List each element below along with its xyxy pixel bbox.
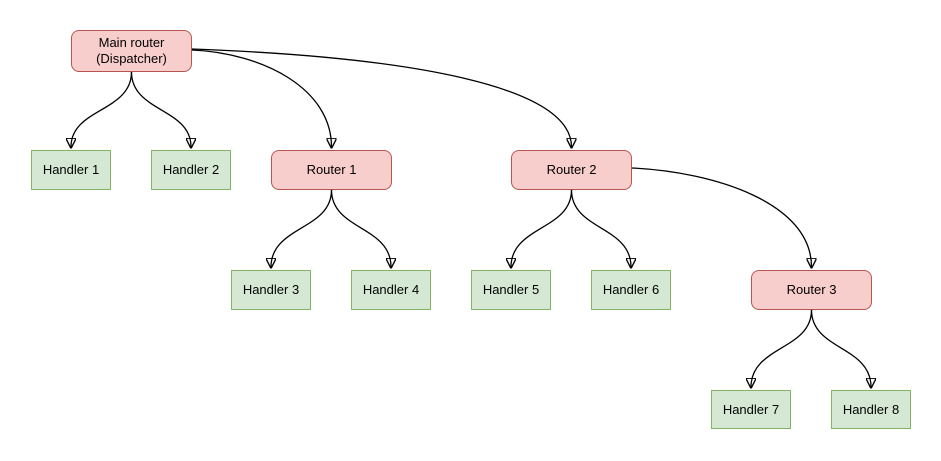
node-main-router-label-line1: Main router [98, 35, 165, 50]
node-router-1-label: Router 1 [306, 162, 357, 177]
node-handler-3-label: Handler 3 [242, 282, 300, 297]
edge-router-3-to-handler-8 [810, 309, 872, 387]
node-handler-4-label: Handler 4 [362, 282, 420, 297]
node-main-router-label-line2: (Dispatcher) [96, 51, 167, 66]
node-handler-2: Handler 2 [151, 150, 231, 190]
edge-main-router-to-router-1 [191, 49, 332, 147]
edge-router-2-to-handler-5 [511, 189, 573, 267]
node-router-2-label: Router 2 [546, 162, 597, 177]
node-router-1: Router 1 [271, 150, 392, 190]
node-router-3-label: Router 3 [786, 282, 837, 297]
node-handler-2-label: Handler 2 [162, 162, 220, 177]
edge-router-1-to-handler-3 [271, 189, 333, 267]
node-handler-8-label: Handler 8 [842, 401, 900, 417]
node-handler-4: Handler 4 [351, 270, 431, 310]
edge-main-router-to-handler-1 [71, 71, 133, 147]
node-handler-6-label: Handler 6 [602, 282, 660, 297]
node-handler-5-label: Handler 5 [482, 282, 540, 297]
node-router-2: Router 2 [511, 150, 632, 190]
node-handler-3: Handler 3 [231, 270, 311, 310]
node-handler-1-label: Handler 1 [42, 162, 100, 177]
node-handler-8: Handler 8 [831, 390, 911, 429]
edge-router-2-to-handler-6 [570, 189, 632, 267]
node-handler-5: Handler 5 [471, 270, 551, 310]
edge-router-3-to-handler-7 [751, 309, 813, 387]
edge-router-1-to-handler-4 [330, 189, 392, 267]
node-handler-6: Handler 6 [591, 270, 671, 310]
node-router-3: Router 3 [751, 270, 872, 310]
node-handler-7: Handler 7 [711, 390, 791, 429]
node-handler-7-label: Handler 7 [722, 401, 780, 417]
edge-router-2-to-router-3 [631, 167, 812, 267]
edge-main-router-to-router-2 [191, 48, 572, 147]
node-main-router: Main router (Dispatcher) [71, 30, 192, 72]
node-handler-1: Handler 1 [31, 150, 111, 190]
edge-main-router-to-handler-2 [130, 71, 192, 147]
